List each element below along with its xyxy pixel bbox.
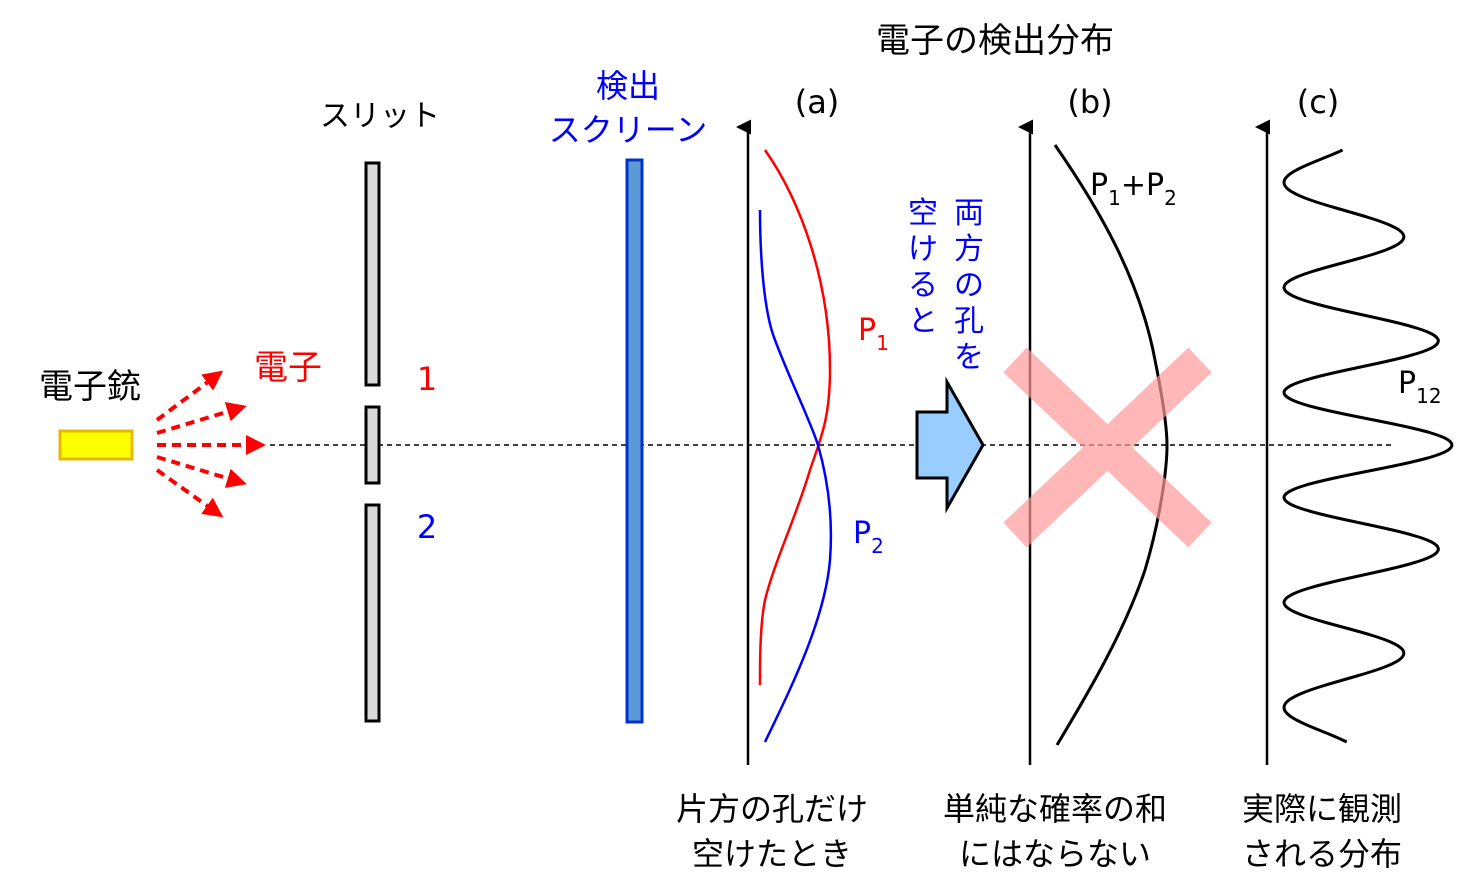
panel-c-caption-line1: 実際に観測	[1242, 790, 1402, 828]
panel-a-label: (a)	[795, 83, 840, 121]
slit-wall	[364, 161, 381, 723]
p1-plus-p2-curve	[1053, 144, 1169, 746]
p1-label: P1	[858, 313, 889, 355]
panel-a-caption-line1: 片方の孔だけ	[676, 790, 868, 828]
p12-label: P12	[1398, 366, 1442, 408]
slit-number-1: 1	[417, 360, 437, 398]
p12-curve	[1282, 148, 1454, 744]
detection-screen	[625, 158, 644, 724]
svg-text:両: 両	[954, 196, 984, 231]
slit-segment-middle	[364, 405, 381, 485]
electron-arrow	[155, 370, 224, 422]
cross-mark-icon	[1003, 347, 1212, 548]
screen-label-line2: スクリーン	[549, 111, 707, 149]
panel-b-label: (b)	[1067, 83, 1112, 121]
arrow-vertical-text-col1: 両 方 の 孔 を	[954, 196, 984, 375]
p1-plus-p2-label: P1+P2	[1090, 168, 1177, 210]
electron-spray-arrows	[155, 370, 266, 518]
panel-c-label: (c)	[1297, 83, 1340, 121]
svg-text:方: 方	[954, 232, 984, 267]
svg-text:け: け	[908, 232, 938, 267]
arrow-vertical-text-col2: 空 け る と	[908, 196, 938, 339]
p2-label: P2	[853, 516, 884, 558]
svg-text:の: の	[954, 268, 984, 303]
slit-segment-bottom	[364, 503, 381, 723]
p2-curve	[758, 209, 833, 743]
panel-c-caption-line2: される分布	[1242, 835, 1402, 873]
slit-number-2: 2	[417, 508, 437, 546]
electron-gun-label: 電子銃	[39, 367, 141, 407]
panel-b-caption-line1: 単純な確率の和	[943, 790, 1167, 828]
electron-label: 電子	[254, 348, 322, 388]
electron-arrow	[155, 468, 224, 518]
screen-label-line1: 検出	[596, 67, 660, 105]
svg-text:を: を	[954, 340, 984, 375]
slit-segment-top	[364, 161, 381, 387]
panel-a-caption-line2: 空けたとき	[692, 835, 852, 873]
slit-label: スリット	[320, 99, 440, 134]
panel-b-caption-line2: にはならない	[959, 835, 1151, 873]
electron-gun	[58, 429, 134, 461]
diagram-title: 電子の検出分布	[876, 21, 1114, 61]
svg-text:る: る	[908, 268, 938, 303]
both-slits-open-arrow	[915, 376, 985, 514]
svg-text:孔: 孔	[954, 304, 984, 339]
svg-text:空: 空	[908, 196, 938, 231]
p1-curve	[758, 149, 832, 686]
svg-text:と: と	[908, 304, 938, 339]
